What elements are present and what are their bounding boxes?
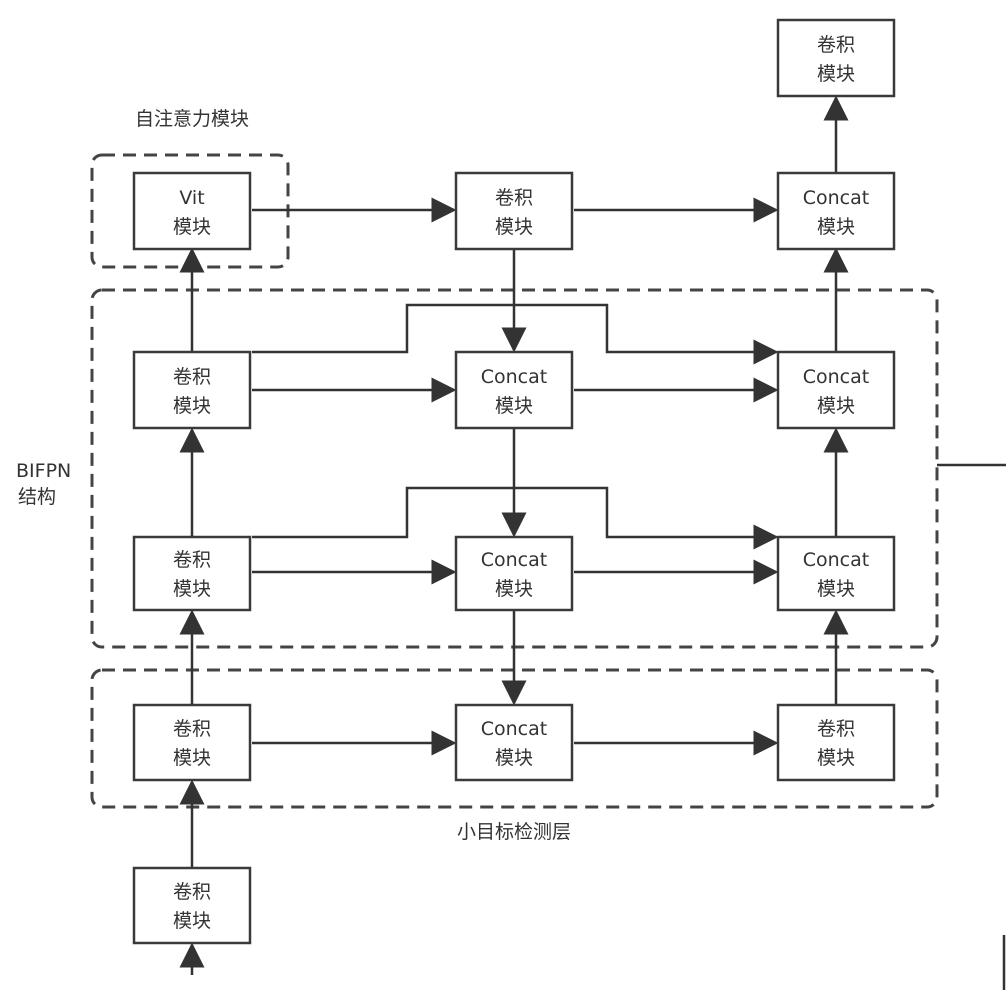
- bifpn-label: BIFPN: [16, 460, 71, 482]
- edges: [179, 95, 1006, 990]
- small-object-group: [90, 668, 939, 809]
- edge-left2-right2-skip: [252, 486, 779, 550]
- attention-label: 自注意力模块: [135, 108, 249, 130]
- svg-text:Concat: Concat: [481, 718, 547, 740]
- svg-text:Concat: Concat: [481, 366, 547, 388]
- svg-text:卷积: 卷积: [173, 366, 211, 388]
- svg-text:卷积: 卷积: [817, 718, 855, 740]
- svg-text:卷积: 卷积: [173, 718, 211, 740]
- svg-text:模块: 模块: [173, 395, 211, 417]
- svg-text:模块: 模块: [817, 216, 855, 238]
- svg-text:模块: 模块: [817, 578, 855, 600]
- conv-module-left-1: 卷积 模块: [132, 350, 252, 430]
- concat-module-top-right: Concat 模块: [776, 171, 896, 251]
- svg-text:卷积: 卷积: [173, 881, 211, 903]
- svg-text:模块: 模块: [817, 395, 855, 417]
- svg-text:模块: 模块: [173, 578, 211, 600]
- svg-text:模块: 模块: [173, 910, 211, 932]
- svg-text:Concat: Concat: [803, 549, 869, 571]
- vit-module: Vit 模块: [132, 171, 252, 251]
- svg-text:卷积: 卷积: [173, 549, 211, 571]
- svg-text:卷积: 卷积: [495, 187, 533, 209]
- svg-text:模块: 模块: [817, 63, 855, 85]
- svg-text:模块: 模块: [495, 578, 533, 600]
- concat-module-mid-3: Concat 模块: [454, 703, 574, 782]
- svg-text:Vit: Vit: [179, 187, 204, 209]
- bifpn-label-line2: 结构: [18, 486, 56, 508]
- svg-text:模块: 模块: [495, 216, 533, 238]
- concat-module-right-1: Concat 模块: [776, 350, 896, 430]
- small-object-label: 小目标检测层: [457, 821, 571, 843]
- svg-text:Concat: Concat: [481, 549, 547, 571]
- concat-module-right-2: Concat 模块: [776, 535, 896, 612]
- svg-text:卷积: 卷积: [817, 34, 855, 56]
- conv-module-left-3: 卷积 模块: [132, 703, 252, 782]
- conv-module-top: 卷积 模块: [776, 18, 896, 98]
- conv-module-right-3: 卷积 模块: [776, 703, 896, 782]
- conv-module-top-middle: 卷积 模块: [454, 171, 574, 251]
- svg-text:模块: 模块: [817, 747, 855, 769]
- conv-module-left-2: 卷积 模块: [132, 535, 252, 612]
- svg-text:模块: 模块: [173, 747, 211, 769]
- conv-module-bottom: 卷积 模块: [132, 866, 252, 945]
- concat-module-mid-1: Concat 模块: [454, 350, 574, 430]
- svg-text:模块: 模块: [495, 747, 533, 769]
- svg-text:Concat: Concat: [803, 366, 869, 388]
- svg-text:模块: 模块: [495, 395, 533, 417]
- svg-text:模块: 模块: [173, 216, 211, 238]
- svg-text:Concat: Concat: [803, 187, 869, 209]
- concat-module-mid-2: Concat 模块: [454, 535, 574, 612]
- edge-left1-right1-skip: [252, 303, 779, 365]
